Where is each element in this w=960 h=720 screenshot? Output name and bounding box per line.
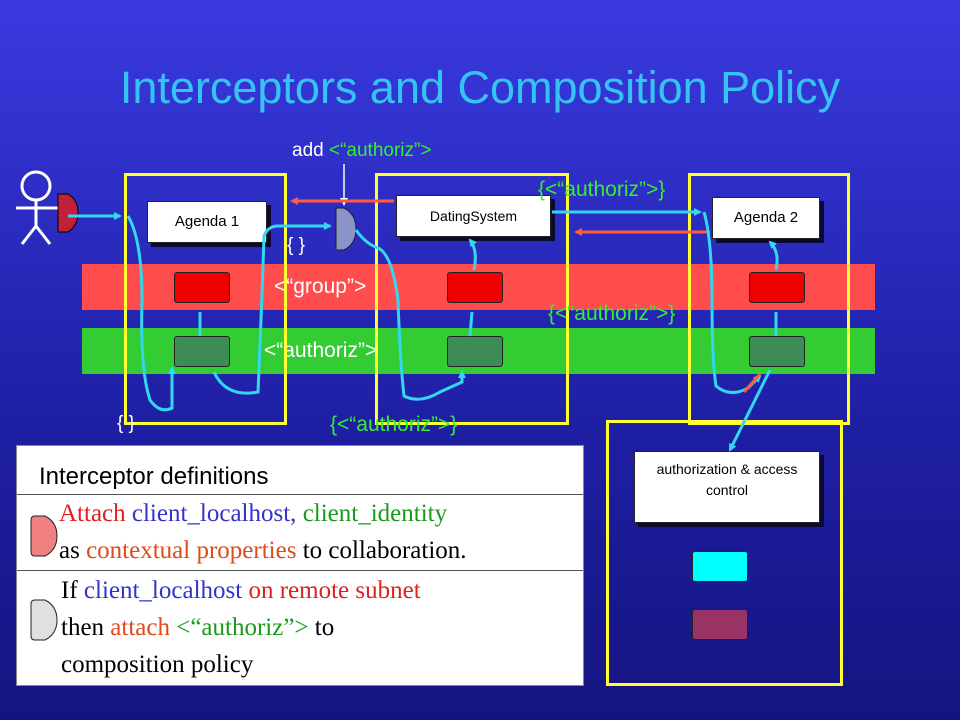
- dating-authoriz-slot: [447, 336, 503, 367]
- authoriz-interceptor-icon: [335, 207, 357, 251]
- agenda1-group-slot: [174, 272, 230, 303]
- heading-divider: [17, 494, 583, 495]
- auth-service-frame: [606, 420, 843, 686]
- policy-top-right: {<“authoriz”>}: [538, 178, 666, 201]
- rule2-line3: composition policy: [61, 651, 254, 678]
- group-band-label: <“group”>: [274, 275, 367, 298]
- interceptor-definitions-panel: Interceptor definitions Attach client_lo…: [16, 445, 584, 686]
- rule1-line1: Attach client_localhost, client_identity: [59, 500, 448, 527]
- slide-title: Interceptors and Composition Policy: [119, 62, 841, 113]
- add-tag: <“authoriz”>: [328, 140, 432, 161]
- auth-purple-slot: [692, 609, 748, 640]
- agenda1-frame: [124, 173, 287, 425]
- rule1-line2: as contextual properties to collaboratio…: [59, 537, 467, 564]
- agenda2-frame: [688, 173, 850, 425]
- dating-group-slot: [447, 272, 503, 303]
- user-icon: [16, 170, 58, 245]
- definitions-heading: Interceptor definitions: [39, 463, 269, 490]
- rule-divider: [17, 570, 583, 571]
- red-interceptor-icon: [30, 515, 58, 557]
- policy-mid-right: {<“authoriz”>}: [548, 302, 676, 325]
- empty-policy-left: { }: [117, 413, 135, 434]
- grey-interceptor-icon: [30, 599, 58, 641]
- rule2-line2: then attach <“authoriz”> to: [61, 614, 335, 641]
- agenda2-authoriz-slot: [749, 336, 805, 367]
- rule2-line1: If client_localhost on remote subnet: [61, 577, 421, 604]
- auth-link-marker: [742, 373, 762, 393]
- agenda1-box[interactable]: Agenda 1: [147, 201, 267, 243]
- agenda2-group-slot: [749, 272, 805, 303]
- policy-bottom-mid: {<“authoriz”>}: [330, 413, 458, 436]
- dating-frame: [375, 173, 569, 425]
- add-label: add <“authoriz”>: [292, 140, 431, 162]
- dating-system-box[interactable]: DatingSystem: [396, 195, 551, 237]
- authoriz-band-label: <“authoriz”>: [264, 339, 378, 362]
- add-word: add: [292, 140, 324, 161]
- agenda1-authoriz-slot: [174, 336, 230, 367]
- auth-cyan-slot: [692, 551, 748, 582]
- agenda2-box[interactable]: Agenda 2: [712, 197, 820, 239]
- auth-access-control-box[interactable]: authorization & access control: [634, 451, 820, 523]
- client-interceptor-icon: [57, 193, 79, 233]
- empty-policy-mid: { }: [287, 235, 305, 256]
